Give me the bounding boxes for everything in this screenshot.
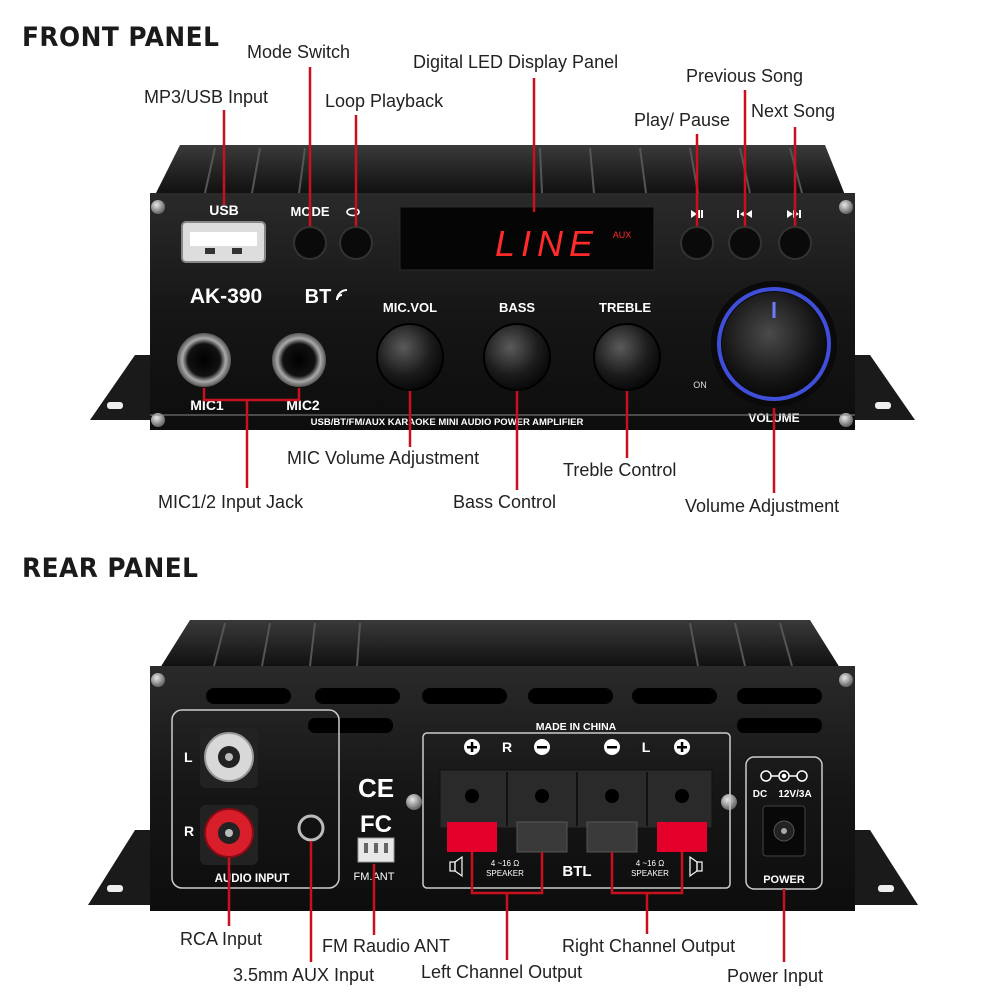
mode-button[interactable]: [293, 226, 327, 260]
rear-top-fins: [160, 620, 840, 668]
screw-icon: [151, 673, 165, 687]
callout-rca-input: RCA Input: [180, 929, 263, 949]
loop-playback-button[interactable]: [339, 226, 373, 260]
plus-icon: [464, 739, 480, 755]
front-right-bracket-slot: [875, 402, 891, 409]
screw-icon: [151, 200, 165, 214]
play-pause-button[interactable]: [680, 226, 714, 260]
callout-bass-control: Bass Control: [453, 492, 557, 512]
rear-left-bracket: [88, 830, 150, 905]
ce-mark: CE: [358, 773, 394, 803]
right-minus-terminal-clip[interactable]: [516, 821, 568, 853]
mic-volume-knob[interactable]: [376, 323, 444, 391]
front-left-bracket-slot: [107, 402, 123, 409]
channel-l-label: L: [642, 739, 651, 755]
left-plus-terminal-clip[interactable]: [657, 822, 707, 852]
rca-right-label: R: [184, 823, 194, 839]
speaker-right-sub: SPEAKER: [631, 869, 669, 878]
speaker-icon: [689, 855, 703, 878]
callout-loop-playback: Loop Playback: [325, 91, 444, 111]
speaker-terminal-panel: [422, 732, 731, 889]
play-pause-icon: [691, 210, 703, 218]
screw-icon: [406, 794, 422, 810]
callout-next-song: Next Song: [751, 101, 836, 121]
screw-icon: [839, 673, 853, 687]
speaker-terminals: [439, 769, 713, 829]
rear-panel-title: REAR PANEL: [22, 553, 199, 584]
mic-vol-label: MIC.VOL: [383, 300, 437, 315]
speaker-left-impedance: 4 ~16 Ω: [491, 859, 519, 868]
audio-input-panel: [171, 709, 340, 889]
vent-slots: [206, 688, 822, 733]
minus-icon: [534, 739, 550, 755]
next-song-button[interactable]: [778, 226, 812, 260]
speaker-icon: [449, 855, 463, 878]
screw-icon: [839, 200, 853, 214]
screw-icon: [721, 794, 737, 810]
callout-aux-input: 3.5mm AUX Input: [233, 965, 375, 985]
mic2-jack[interactable]: [272, 333, 326, 387]
led-display: [399, 206, 655, 271]
callout-fm-radio: FM Raudio ANT: [322, 936, 451, 956]
bass-knob[interactable]: [483, 323, 551, 391]
front-right-bracket: [855, 355, 915, 420]
rca-left-label: L: [184, 749, 193, 765]
rear-amplifier: L R AUDIO INPUT CE FC FM.ANT MADE IN CHI…: [88, 620, 918, 911]
speaker-right-impedance: 4 ~16 Ω: [636, 859, 664, 868]
dc-label: DC: [753, 789, 767, 800]
front-panel-title: FRONT PANEL: [22, 22, 220, 53]
front-amplifier: USB AK-390 BT MODE LINE AUX: [90, 145, 915, 430]
right-plus-terminal-clip[interactable]: [447, 822, 497, 852]
volume-knob[interactable]: [722, 292, 826, 396]
mic1-jack[interactable]: [177, 333, 231, 387]
bt-label: BT: [305, 286, 332, 308]
callout-treble-control: Treble Control: [563, 460, 677, 480]
audio-input-label: AUDIO INPUT: [215, 873, 290, 885]
callout-mode-switch: Mode Switch: [247, 42, 351, 62]
callout-play-pause: Play/ Pause: [634, 110, 731, 130]
front-top-fins: [155, 145, 845, 195]
rear-left-bracket-slot: [107, 885, 123, 892]
callout-previous-song: Previous Song: [686, 66, 804, 86]
callout-volume-adjust: Volume Adjustment: [685, 496, 840, 516]
leader-lines: [202, 67, 797, 962]
left-minus-terminal-clip[interactable]: [586, 821, 638, 853]
on-label: ON: [693, 380, 707, 390]
power-label: POWER: [763, 874, 805, 886]
rear-right-bracket: [855, 830, 918, 905]
callout-left-channel: Left Channel Output: [421, 962, 583, 982]
loop-icon: [346, 207, 360, 217]
aux-jack[interactable]: [297, 814, 325, 842]
fc-mark: FC: [360, 811, 392, 838]
screw-icon: [151, 413, 165, 427]
led-display-badge: AUX: [613, 230, 632, 240]
led-display-text: LINE: [495, 223, 599, 264]
usb-label: USB: [209, 202, 239, 218]
front-left-bracket: [90, 355, 150, 420]
treble-label: TREBLE: [599, 300, 651, 315]
channel-r-label: R: [502, 739, 512, 755]
plus-icon: [674, 739, 690, 755]
model-label: AK-390: [190, 285, 262, 308]
bass-label: BASS: [499, 300, 535, 315]
dc-polarity-icon: [760, 770, 808, 782]
speaker-left-sub: SPEAKER: [486, 869, 524, 878]
screw-icon: [839, 413, 853, 427]
callout-power-input: Power Input: [727, 966, 824, 986]
made-in-label: MADE IN CHINA: [536, 721, 617, 733]
callout-mp3-usb: MP3/USB Input: [144, 87, 269, 107]
treble-knob[interactable]: [593, 323, 661, 391]
rear-right-bracket-slot: [878, 885, 894, 892]
bluetooth-signal-icon: [336, 289, 348, 301]
dc-rating-label: 12V/3A: [778, 789, 811, 800]
callout-digital-led: Digital LED Display Panel: [413, 52, 619, 72]
product-strip-text: USB/BT/FM/AUX KARAOKE MINI AUDIO POWER A…: [311, 417, 584, 428]
callout-mic-volume: MIC Volume Adjustment: [287, 448, 480, 468]
btl-label: BTL: [562, 863, 591, 880]
callout-right-channel: Right Channel Output: [562, 936, 736, 956]
callout-mic-jack: MIC1/2 Input Jack: [158, 492, 304, 512]
previous-song-button[interactable]: [728, 226, 762, 260]
minus-icon: [604, 739, 620, 755]
